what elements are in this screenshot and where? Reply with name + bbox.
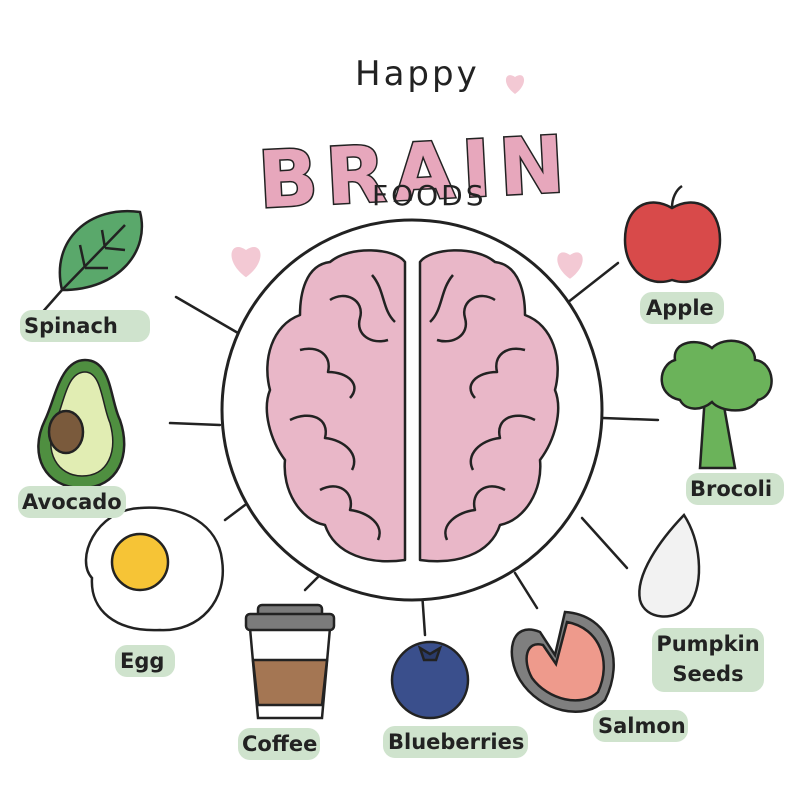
title-main: BRAIN [256, 120, 574, 226]
spinach-label: Spinach [24, 314, 118, 338]
spinach-label-bg [20, 310, 150, 342]
heart-icon [557, 252, 583, 279]
brocoli-label: Brocoli [690, 477, 773, 501]
avocado-label: Avocado [22, 490, 122, 514]
salmon-label: Salmon [598, 714, 686, 738]
avocado-label-bg [18, 486, 126, 518]
salmon-label-bg [593, 710, 688, 742]
blueberries-label-bg [383, 726, 528, 758]
blueberry-icon [390, 640, 470, 720]
broccoli-icon [660, 339, 773, 470]
pumpkin-seed-icon [638, 512, 701, 618]
heart-icon [505, 75, 525, 94]
blueberries-label: Blueberries [388, 730, 525, 754]
brain-icon [265, 249, 560, 563]
heart-icon [231, 246, 261, 278]
egg-label-bg [115, 645, 175, 677]
pumpkin-seeds-label-line1: Pumpkin [656, 632, 760, 656]
egg-label: Egg [120, 649, 165, 673]
pumpkin-seeds-label-bg [652, 628, 764, 692]
title-top: Happy [355, 54, 480, 94]
salmon-icon [510, 610, 615, 714]
pumpkin-seeds-label-line2: Seeds [672, 662, 744, 686]
apple-icon [623, 184, 722, 284]
apple-label-bg [640, 292, 724, 324]
coffee-icon [244, 603, 336, 720]
avocado-icon [37, 358, 126, 490]
egg-icon [84, 506, 225, 632]
title-bottom: FOODS [372, 179, 487, 212]
brocoli-label-bg [686, 473, 784, 505]
coffee-label-bg [238, 728, 320, 760]
apple-label: Apple [646, 296, 714, 320]
spinach-icon [39, 209, 144, 316]
coffee-label: Coffee [242, 732, 318, 756]
